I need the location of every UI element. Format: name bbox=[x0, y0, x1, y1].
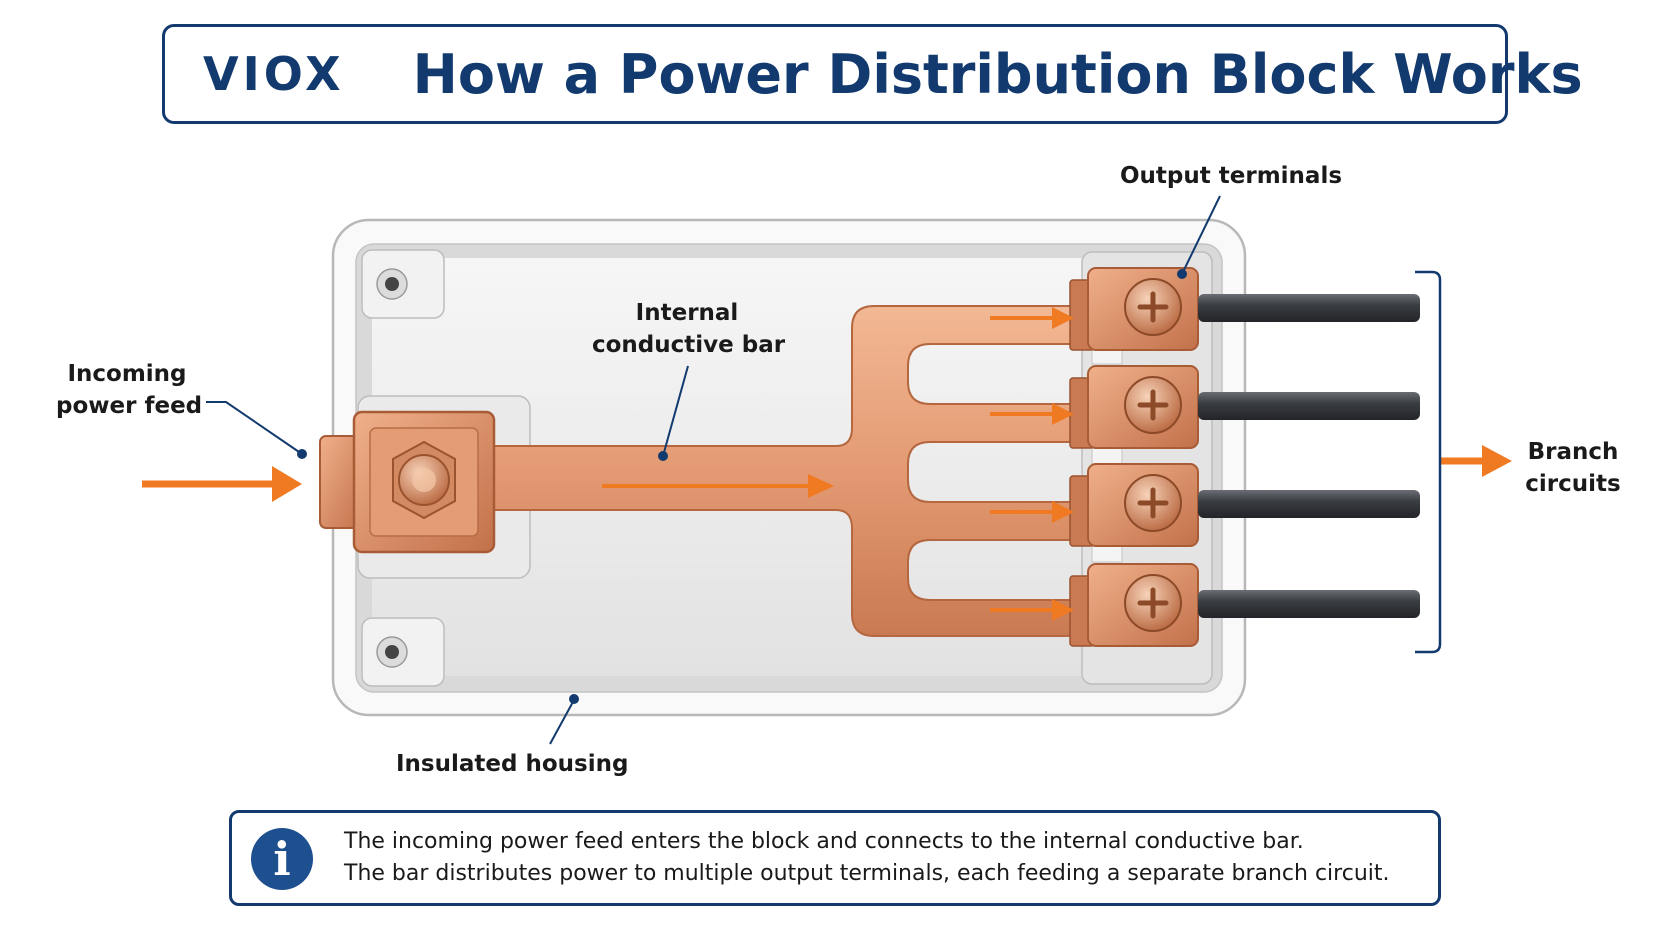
output-terminals-label: Output terminals bbox=[1120, 163, 1343, 189]
incoming-power-arrow bbox=[142, 466, 302, 502]
branch-circuits-label: Branch circuits bbox=[1518, 436, 1628, 500]
page-title: How a Power Distribution Block Works bbox=[412, 42, 1583, 106]
incoming-label-line2: power feed bbox=[56, 393, 203, 419]
bar-flow-arrow bbox=[602, 474, 834, 498]
output-terminal-3 bbox=[1069, 463, 1199, 547]
info-line-1: The incoming power feed enters the block… bbox=[344, 829, 1304, 854]
mounting-hole-top bbox=[361, 249, 445, 319]
brand-logo: VIOX bbox=[203, 47, 345, 101]
input-terminal bbox=[319, 410, 496, 554]
internal-label-line1: Internal bbox=[635, 300, 739, 326]
incoming-power-feed-label: Incoming power feed bbox=[56, 358, 203, 422]
output-cables bbox=[1198, 294, 1420, 618]
info-icon: i bbox=[251, 828, 313, 890]
internal-conductive-bar-label: Internal conductive bar bbox=[592, 297, 786, 361]
info-box: i The incoming power feed enters the blo… bbox=[229, 810, 1441, 906]
insulated-housing-label: Insulated housing bbox=[396, 751, 629, 777]
header-box: VIOX How a Power Distribution Block Work… bbox=[162, 24, 1583, 124]
output-terminal-2 bbox=[1069, 365, 1199, 449]
internal-conductive-bar bbox=[489, 305, 1099, 637]
branch-bracket bbox=[1415, 270, 1442, 654]
output-terminal-1 bbox=[1069, 267, 1199, 351]
branch-label-line2: circuits bbox=[1525, 471, 1621, 497]
internal-label-line2: conductive bar bbox=[592, 332, 786, 358]
mounting-hole-bottom bbox=[361, 617, 445, 687]
branch-label-line1: Branch bbox=[1527, 439, 1619, 465]
info-line-2: The bar distributes power to multiple ou… bbox=[344, 861, 1390, 886]
branch-circuits-arrow bbox=[1440, 445, 1512, 477]
output-terminal-4 bbox=[1069, 563, 1199, 647]
incoming-label-line1: Incoming bbox=[67, 361, 187, 387]
callout-lines bbox=[206, 195, 1221, 745]
output-flow-arrows bbox=[990, 307, 1074, 621]
